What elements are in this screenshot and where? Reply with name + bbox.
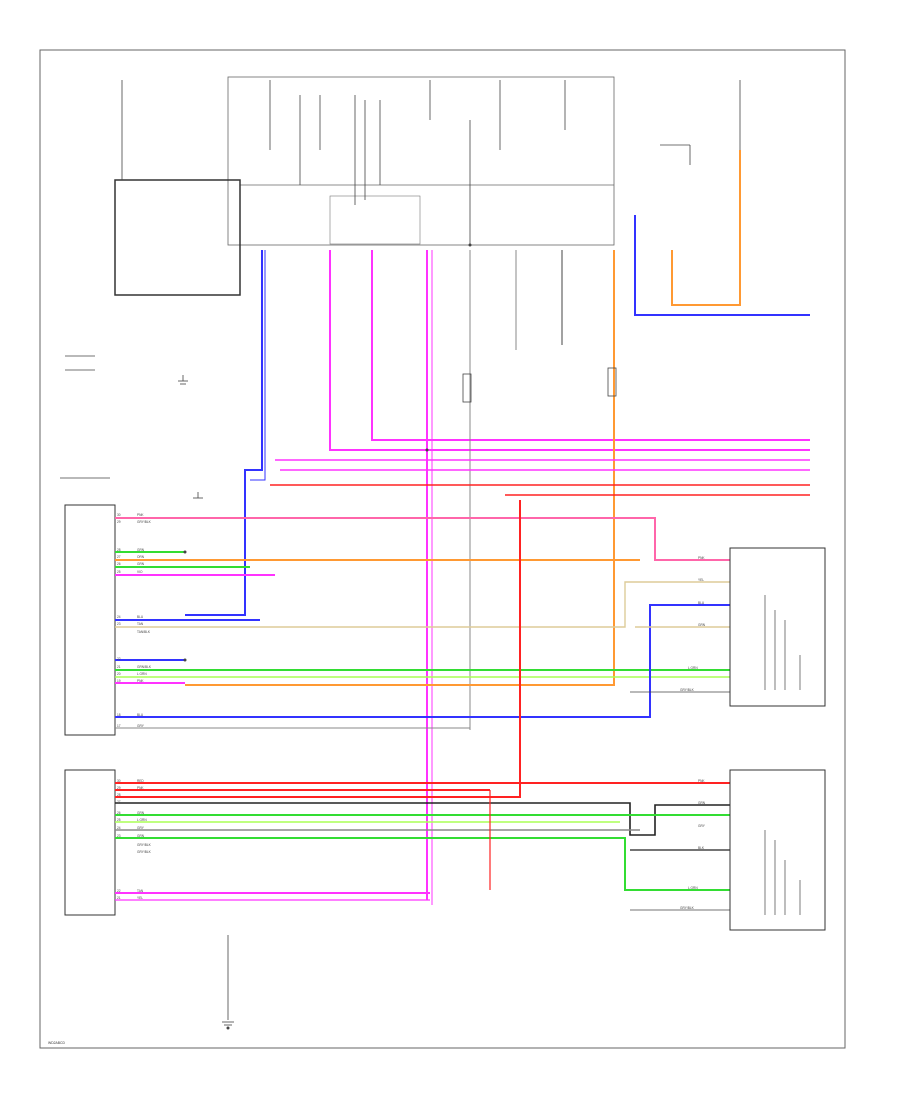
wire-label: YEL bbox=[137, 896, 143, 900]
wire-label: L GRN bbox=[137, 818, 147, 822]
bottom-left-control-module bbox=[64, 769, 116, 916]
ground-drop bbox=[222, 935, 234, 1026]
pin-label: 20 bbox=[117, 672, 121, 676]
left-pin-labels: 30 29 28 27 26 25 24 23 22 21 20 19 18 1… bbox=[117, 513, 121, 728]
pin-label: 19 bbox=[117, 679, 121, 683]
ground-symbol-icon bbox=[178, 375, 203, 499]
pin-label: 26 bbox=[117, 811, 121, 815]
right-top-wire-labels: PNK YEL BLU GRN L GRN GRY/BLK bbox=[680, 556, 706, 692]
wire-label: PNK bbox=[698, 779, 705, 783]
wire-label: PNK bbox=[137, 679, 144, 683]
pin-label: 21 bbox=[117, 896, 121, 900]
wire-label: GRY/BLK bbox=[137, 843, 152, 847]
wire-label: GRN bbox=[137, 562, 145, 566]
relay-box bbox=[329, 195, 421, 245]
page-code: WD2ABCD bbox=[48, 1041, 66, 1045]
pin-label: 27 bbox=[117, 800, 121, 804]
wire-label: L GRN bbox=[137, 672, 147, 676]
pin-label: 24 bbox=[117, 615, 121, 619]
vertical-trunks bbox=[185, 150, 810, 905]
wire-label: BLU bbox=[137, 615, 144, 619]
pin-label: 18 bbox=[117, 713, 121, 717]
wire-label: GRN bbox=[137, 548, 145, 552]
wire-label: GRY bbox=[137, 826, 145, 830]
pin-label: 30 bbox=[117, 513, 121, 517]
pin-label: 29 bbox=[117, 520, 121, 524]
wire-label: RED bbox=[137, 779, 144, 783]
pin-label: 25 bbox=[117, 818, 121, 822]
wire-label: TAN bbox=[137, 622, 144, 626]
wire-label: GRN bbox=[137, 811, 145, 815]
wire-label: PNK bbox=[137, 786, 144, 790]
wire-label: GRN/BLK bbox=[137, 665, 152, 669]
wire-label: GRY/BLK bbox=[680, 906, 695, 910]
pin-label: 30 bbox=[117, 779, 121, 783]
bottom-left-wire-labels: RED PNK GRN L GRN GRY GRN GRY/BLK GRY/BL… bbox=[137, 779, 152, 900]
top-fuse-feeds bbox=[121, 80, 741, 245]
wire-label: PNK bbox=[137, 513, 144, 517]
splice-dot-icon bbox=[183, 243, 472, 1030]
bottom-module-wires bbox=[115, 500, 730, 911]
wire-label: GRY/BLK bbox=[137, 850, 152, 854]
wire-label: TAN/BLK bbox=[137, 630, 151, 634]
wire-label: GRY bbox=[698, 824, 706, 828]
fuse-box-left bbox=[114, 179, 241, 296]
wire-label: YEL bbox=[698, 578, 704, 582]
left-wire-labels: PNK GRY/BLK GRN ORN GRN VIO BLU TAN TAN/… bbox=[137, 513, 152, 728]
wire-label: ORN bbox=[137, 555, 145, 559]
switch-contact-icon bbox=[60, 355, 617, 479]
wire-label: GRY/BLK bbox=[680, 688, 695, 692]
wire-label: BLK bbox=[698, 846, 705, 850]
pin-label: 28 bbox=[117, 548, 121, 552]
junction-block bbox=[227, 76, 615, 246]
pin-label: 21 bbox=[117, 665, 121, 669]
right-top-module bbox=[729, 547, 826, 707]
wire-label: TAN bbox=[137, 889, 144, 893]
pin-label: 23 bbox=[117, 622, 121, 626]
wire-label: GRN bbox=[698, 623, 706, 627]
pin-label: 22 bbox=[117, 889, 121, 893]
wire-label: L GRN bbox=[688, 886, 698, 890]
wire-label: BLU bbox=[137, 713, 144, 717]
pin-label: 17 bbox=[117, 724, 121, 728]
left-module-wires bbox=[115, 517, 730, 729]
wire-label: GRY bbox=[137, 724, 145, 728]
right-bus bbox=[270, 459, 810, 496]
pin-label: 23 bbox=[117, 834, 121, 838]
pin-label: 25 bbox=[117, 570, 121, 574]
wire-label: GRN bbox=[137, 834, 145, 838]
pin-label: 28 bbox=[117, 793, 121, 797]
wire-label: PNK bbox=[698, 556, 705, 560]
pin-label: 29 bbox=[117, 786, 121, 790]
wire-label: GRN bbox=[698, 801, 706, 805]
diagram-frame bbox=[39, 49, 846, 1049]
right-bottom-wire-labels: PNK GRN GRY BLK L GRN GRY/BLK bbox=[680, 779, 706, 910]
pin-label: 22 bbox=[117, 657, 121, 661]
pin-label: 24 bbox=[117, 826, 121, 830]
wire-label: BLU bbox=[698, 601, 705, 605]
wire-label: L GRN bbox=[688, 666, 698, 670]
pin-label: 26 bbox=[117, 562, 121, 566]
pin-label: 27 bbox=[117, 555, 121, 559]
bottom-left-pin-labels: 30 29 28 27 26 25 24 23 22 21 bbox=[117, 779, 121, 900]
wire-label: VIO bbox=[137, 570, 143, 574]
right-bottom-module bbox=[729, 769, 826, 931]
wire-label: GRY/BLK bbox=[137, 520, 152, 524]
left-control-module bbox=[64, 504, 116, 736]
